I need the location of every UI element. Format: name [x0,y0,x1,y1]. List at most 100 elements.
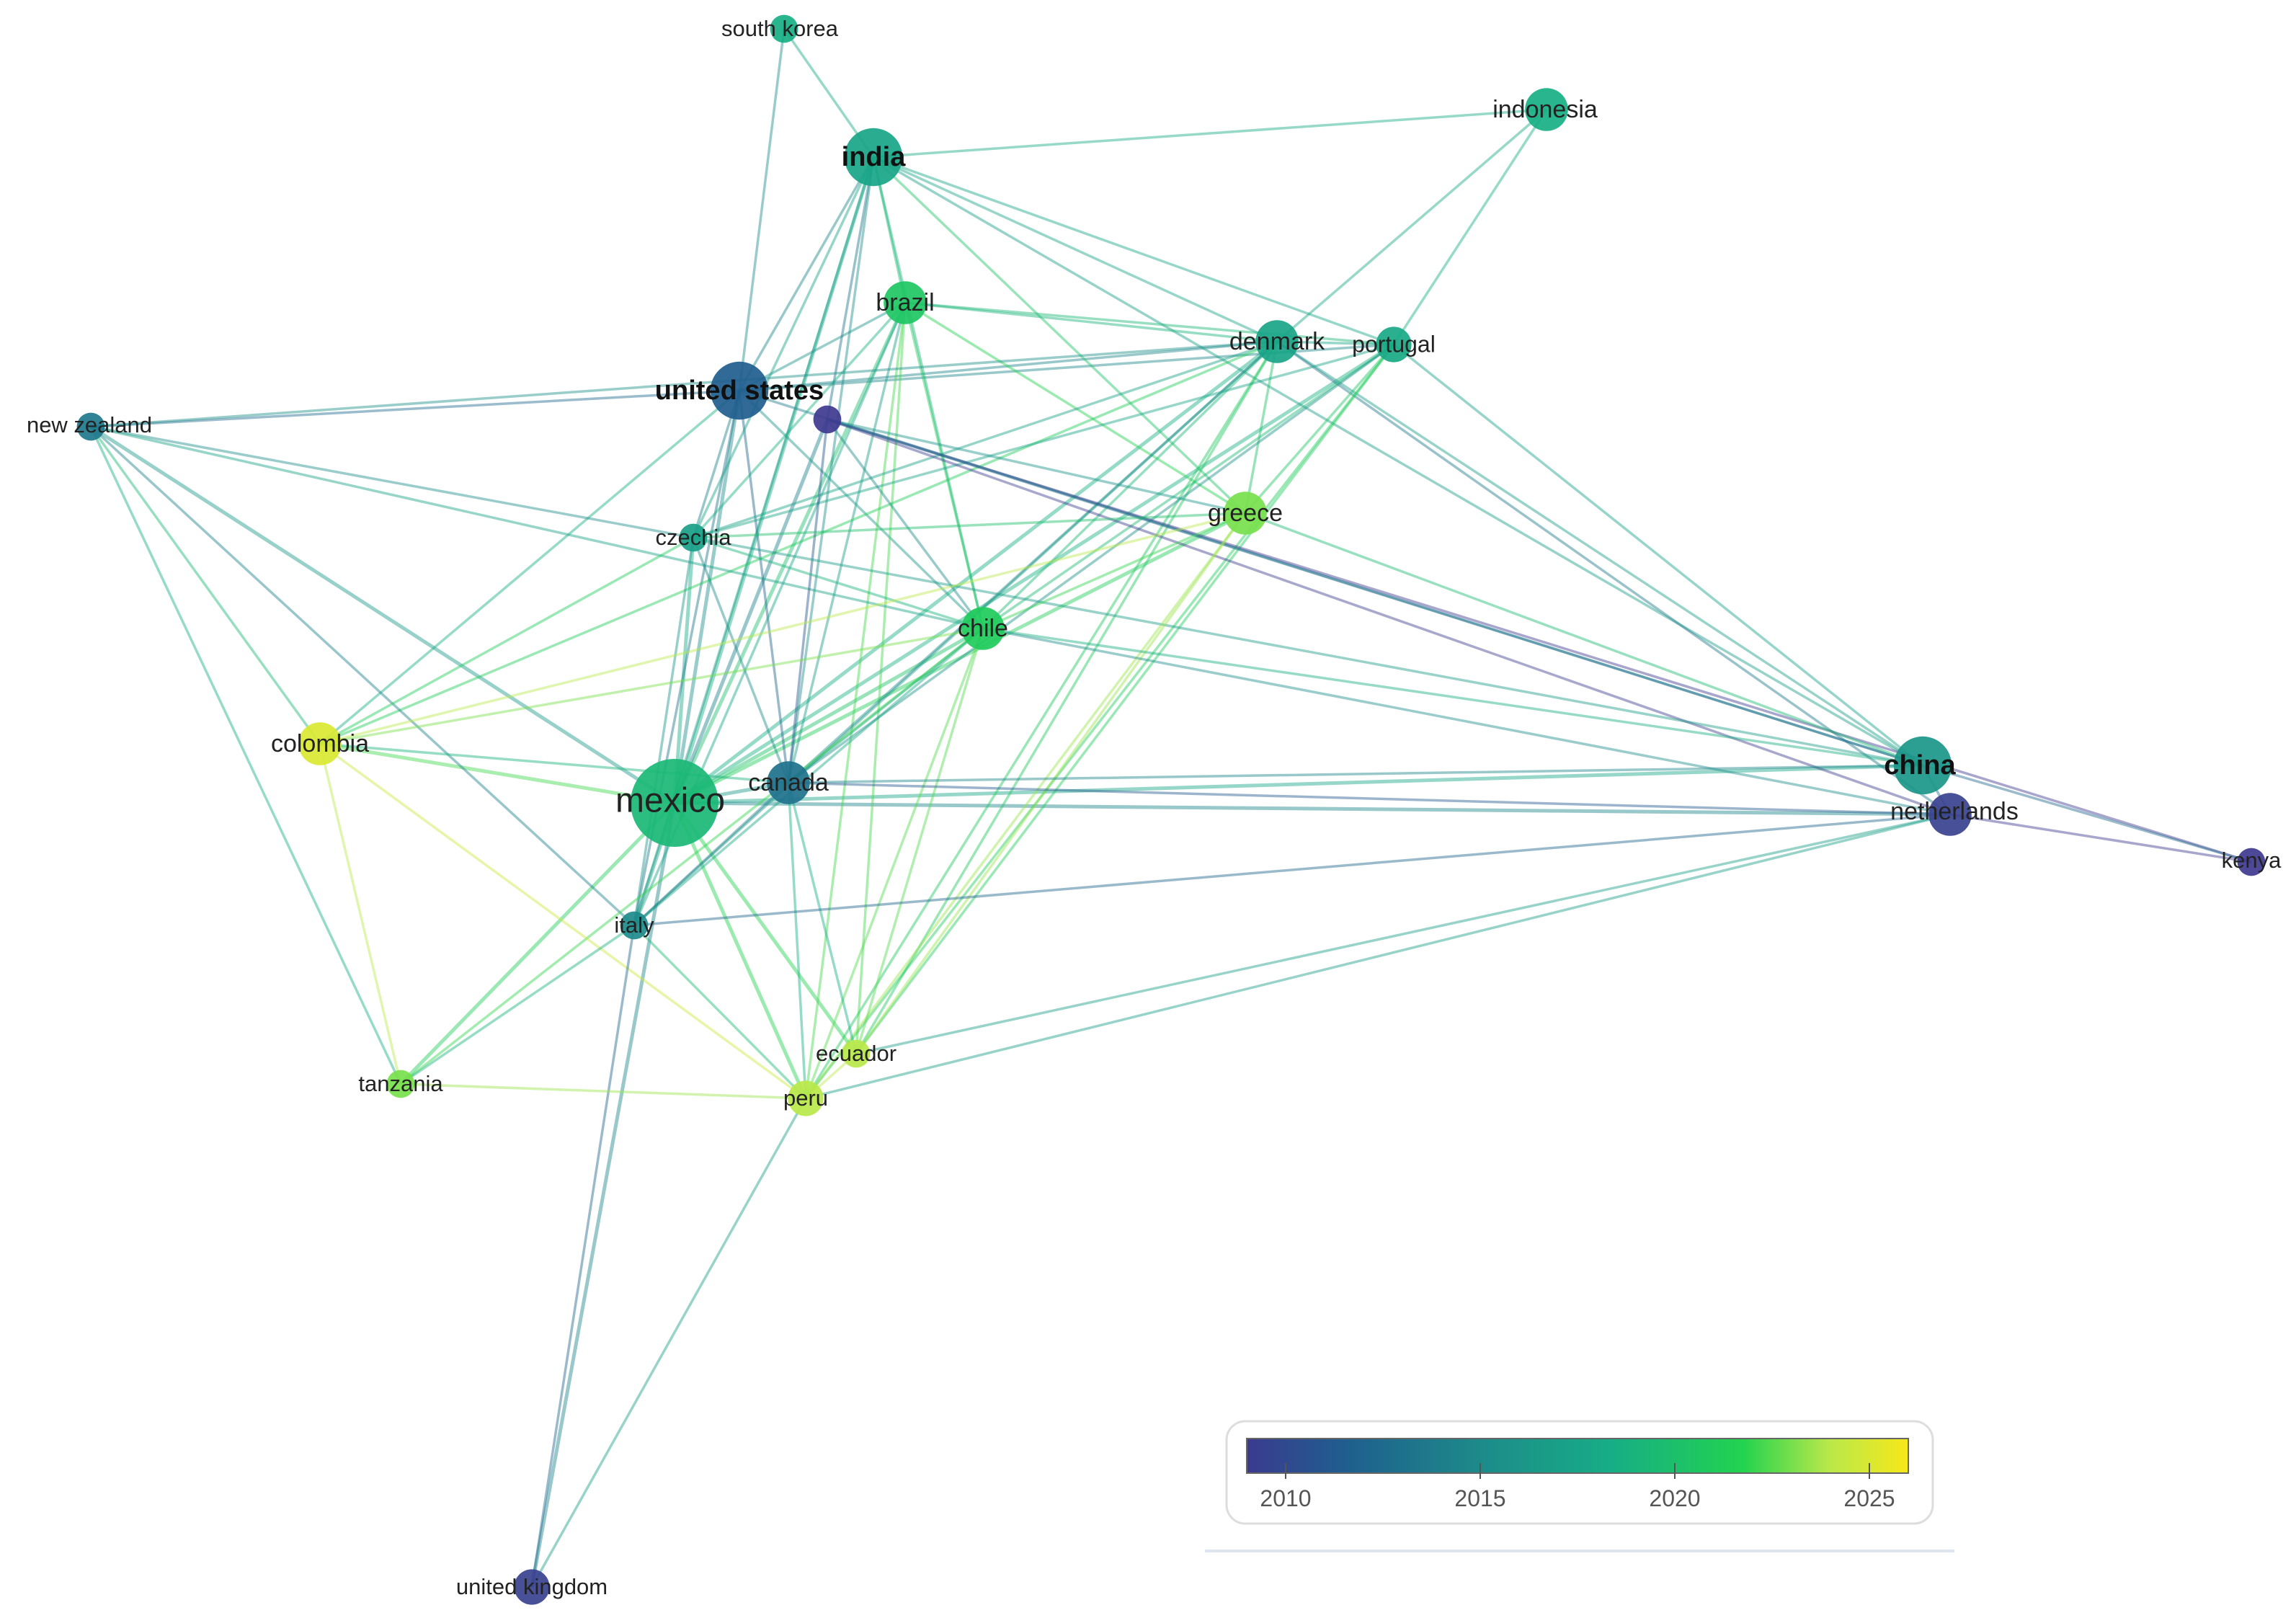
link-chile-ecuador [855,628,984,1054]
link-denmark-peru [804,341,1278,1099]
link-brazil-canada [787,302,907,783]
link-portugal-czechia [693,343,1394,539]
node-label-italy: italy [614,912,654,938]
link-portugal-ecuador [855,343,1395,1055]
link-greece-ecuador [855,512,1247,1055]
link-netherlands-peru [805,813,1951,1100]
link-mexico-chile [673,626,984,805]
node-label-china: china [1884,750,1956,781]
node-united-kingdom[interactable] [514,1569,550,1605]
link-mexico-greece [673,511,1247,805]
link-unlabeled_node-china [827,418,1923,767]
link-peru-united_kingdom [530,1098,807,1588]
node-peru[interactable] [788,1080,824,1116]
link-canada-italy [633,781,790,927]
link-mexico-unlabeled_node [672,419,829,804]
node-czechia[interactable] [679,523,708,552]
link-denmark-czechia [693,340,1278,539]
link-unlabeled_node-canada [787,419,829,783]
link-mexico-new_zealand [89,424,676,805]
link-portugal-peru [804,343,1395,1100]
legend-tick-label: 2015 [1454,1485,1505,1511]
link-denmark-netherlands [1276,340,1952,816]
link-unlabeled_node-greece [827,418,1246,515]
link-colombia-canada [319,742,789,784]
link-denmark-colombia [319,340,1278,745]
link-united_states-china [739,389,1923,767]
link-italy-united_kingdom [530,925,636,1588]
link-mexico-tanzania [399,801,676,1085]
link-denmark-china [1276,340,1923,767]
link-czechia-italy [633,537,695,926]
link-chile-tanzania [399,627,984,1085]
link-new_zealand-tanzania [89,426,402,1085]
link-canada-china [788,764,1923,784]
node-label-greece: greece [1208,499,1283,527]
node-south-korea[interactable] [770,14,798,43]
node-netherlands[interactable] [1928,793,1972,836]
legend-colorbar [1246,1438,1909,1474]
link-greece-china [1245,512,1923,767]
link-peru-tanzania [400,1083,806,1100]
link-denmark-ecuador [855,341,1278,1054]
link-mexico-peru [672,801,808,1100]
link-mexico-united_kingdom [530,802,677,1588]
link-czechia-china [693,536,1923,767]
node-label-tanzania: tanzania [358,1071,443,1096]
node-unlabeled-node[interactable] [813,405,842,434]
node-greece[interactable] [1224,492,1267,535]
node-brazil[interactable] [884,281,927,324]
node-chile[interactable] [961,607,1005,650]
node-italy[interactable] [620,911,649,940]
node-portugal[interactable] [1376,326,1412,363]
link-portugal-indonesia [1392,109,1548,345]
link-india-china [873,156,1923,767]
link-india-czechia [692,156,875,538]
node-label-netherlands: netherlands [1890,798,2019,825]
node-china[interactable] [1893,736,1952,795]
link-canada-peru [787,782,807,1099]
link-india-greece [872,156,1247,515]
link-unlabeled_node-kenya [827,418,2252,863]
link-united_states-new_zealand [90,389,740,428]
link-mexico-united_states [672,390,742,804]
link-mexico-ecuador [672,801,858,1055]
link-denmark-italy [633,340,1278,927]
link-greece-chile [982,512,1246,630]
node-kenya[interactable] [2237,848,2266,876]
link-greece-peru [804,512,1247,1100]
link-mexico-czechia [672,537,695,804]
link-canada-ecuador [787,782,858,1054]
link-new_zealand-colombia [89,425,321,745]
node-mexico[interactable] [631,759,718,847]
link-czechia-greece [693,512,1246,539]
node-indonesia[interactable] [1525,88,1568,131]
link-portugal-canada [787,343,1395,784]
node-india[interactable] [844,128,903,187]
link-india-denmark [873,156,1278,343]
node-denmark[interactable] [1255,320,1299,363]
node-united-states[interactable] [710,361,769,420]
node-new-zealand[interactable] [76,412,105,441]
node-colombia[interactable] [298,722,342,765]
node-ecuador[interactable] [842,1039,871,1068]
node-tanzania[interactable] [386,1070,415,1098]
link-denmark-greece [1244,341,1278,514]
link-greece-colombia [319,512,1246,745]
link-denmark-canada [787,340,1278,784]
node-label-new-zealand: new zealand [27,412,152,437]
node-canada[interactable] [767,761,810,804]
link-mexico-china [674,763,1923,805]
link-united_states-chile [738,389,984,630]
link-mexico-netherlands [674,801,1951,817]
link-united_states-denmark [739,340,1278,392]
link-brazil-denmark [904,301,1278,343]
link-mexico-denmark [673,340,1278,804]
link-india-chile [872,156,984,629]
link-indonesia-denmark [1276,108,1548,343]
link-mexico-colombia [319,742,675,805]
